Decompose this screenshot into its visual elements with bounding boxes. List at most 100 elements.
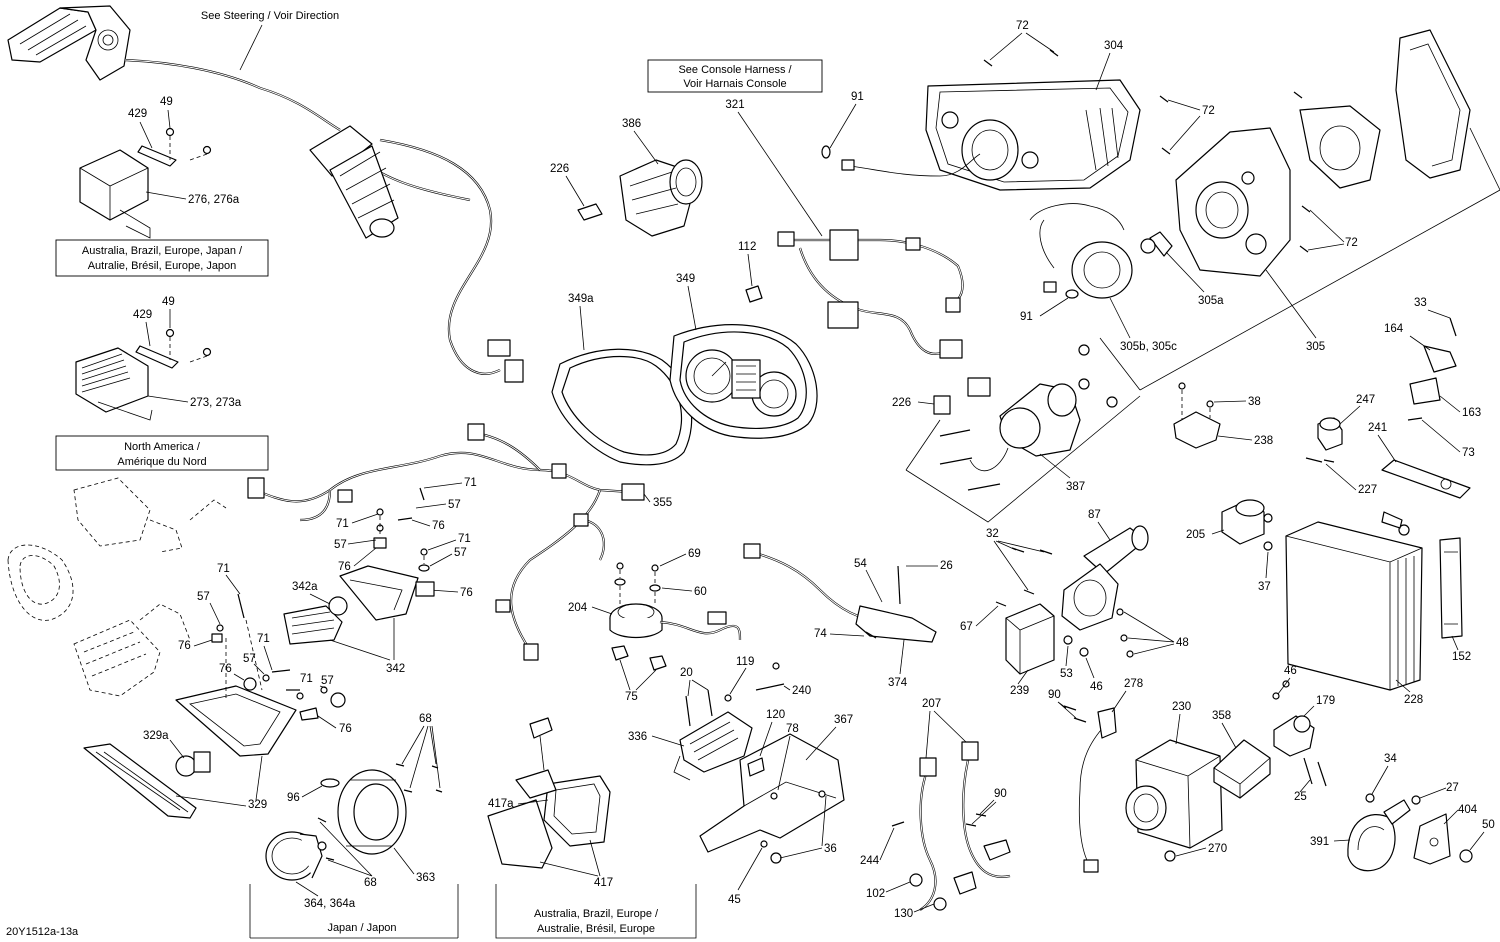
callout-241: 241 [1368,422,1387,434]
headlamp-assembly-305 [1175,29,1471,277]
callout-76-c: 76 [460,587,473,599]
headlamp-round-364 [265,831,327,881]
callout-363: 363 [416,872,435,884]
sensor-module-387 [933,344,1118,491]
callout-71-c: 71 [458,533,471,545]
steering-wire-harness [124,58,524,383]
callout-57-e: 57 [243,653,256,665]
callout-32: 32 [986,528,999,540]
callout-57-a: 57 [448,499,461,511]
o-ring-96 [320,778,340,788]
callout-417a: 417a [488,798,514,810]
callout-73: 73 [1462,447,1475,459]
callout-34: 34 [1384,753,1397,765]
cable-91-upper [821,145,981,177]
bulb-socket-305b [1029,203,1133,299]
headlamp-left-329 [83,685,297,819]
note-see-steering: See Steering / Voir Direction [201,10,339,22]
callout-112: 112 [738,241,756,253]
callout-329a: 329a [143,730,169,742]
bracket-404 [1411,795,1473,865]
bulb-305a [1140,231,1173,257]
wire-harness-207 [891,741,1011,911]
lamp-housing-342 [283,565,435,645]
callout-50: 50 [1482,819,1495,831]
side-mirror-left-ghost [7,477,227,621]
hardware-71-57-76-center [373,487,430,572]
callout-342a: 342a [292,581,318,593]
callout-305: 305 [1306,341,1325,353]
region-box-aus-brazil-europe-japan [55,239,269,277]
callout-36: 36 [824,843,837,855]
callout-204: 204 [568,602,588,614]
callout-76-f: 76 [339,723,352,735]
callout-270: 270 [1208,843,1227,855]
callout-49-b: 49 [162,296,175,308]
handlebar-switch-left [7,5,131,81]
callout-67: 67 [960,621,973,633]
callout-72-a: 72 [1016,20,1029,32]
callout-87: 87 [1088,509,1101,521]
callout-76-e: 76 [219,663,232,675]
bracket-358 [1213,739,1271,799]
screws-68 [317,763,443,861]
callout-46-a: 46 [1090,681,1103,693]
sensor-164-163 [1407,317,1457,421]
callout-355: 355 [653,497,672,509]
callout-76-b: 76 [338,561,351,573]
callout-90-b: 90 [994,788,1007,800]
callout-75: 75 [625,691,638,703]
callout-205: 205 [1186,529,1205,541]
callout-69: 69 [688,548,701,560]
callout-240: 240 [792,685,811,697]
callout-38: 38 [1248,396,1261,408]
callout-226: 226 [550,163,569,175]
callout-46-b: 46 [1284,665,1297,677]
wire-harness-374 [743,543,937,643]
callout-78: 78 [786,723,799,735]
callout-53: 53 [1060,668,1073,680]
region-note-line2: Autralie, Brésil, Europe, Japon [88,260,237,272]
callout-57-c: 57 [454,547,467,559]
callout-102: 102 [866,888,885,900]
callout-239: 239 [1010,685,1029,697]
screws-72-right [1299,205,1311,253]
speaker-204 [609,562,742,671]
callout-119: 119 [736,656,754,668]
callout-130: 130 [894,908,913,920]
region-note-mirror-line2: Australie, Brésil, Europe [537,923,655,935]
callout-91-b: 91 [1020,311,1033,323]
screws-72-top [983,49,1303,155]
callout-305bc: 305b, 305c [1120,341,1177,353]
callout-20: 20 [680,667,693,679]
callout-349a: 349a [568,293,594,305]
callout-68-b: 68 [364,877,377,889]
callout-71-b: 71 [336,518,349,530]
gauge-cluster-349 [669,324,818,439]
callout-429: 429 [128,108,147,120]
callout-68-a: 68 [419,713,432,725]
callout-304: 304 [1104,40,1124,52]
region-note-na-line2: Amérique du Nord [117,456,206,468]
callout-26: 26 [940,560,953,572]
callout-49: 49 [160,96,173,108]
callout-247: 247 [1356,394,1375,406]
callout-417: 417 [594,877,613,889]
sensor-238 [1173,382,1221,449]
callout-336: 336 [628,731,647,743]
starter-motor-87 [1061,525,1149,631]
callout-71-a: 71 [464,477,477,489]
turn-signal-left-ghost [73,603,191,697]
callout-374: 374 [888,677,908,689]
clip-112 [745,285,763,303]
callout-244: 244 [860,855,880,867]
callout-305a: 305a [1198,295,1224,307]
headlamp-assembly-304 [925,79,1141,191]
console-wire-harness-321 [777,229,964,359]
callout-391: 391 [1310,836,1329,848]
callout-273: 273, 273a [190,397,242,409]
horn-391 [1347,793,1411,872]
diagram-code: 20Y1512a-13a [6,926,79,938]
callout-404: 404 [1458,804,1478,816]
